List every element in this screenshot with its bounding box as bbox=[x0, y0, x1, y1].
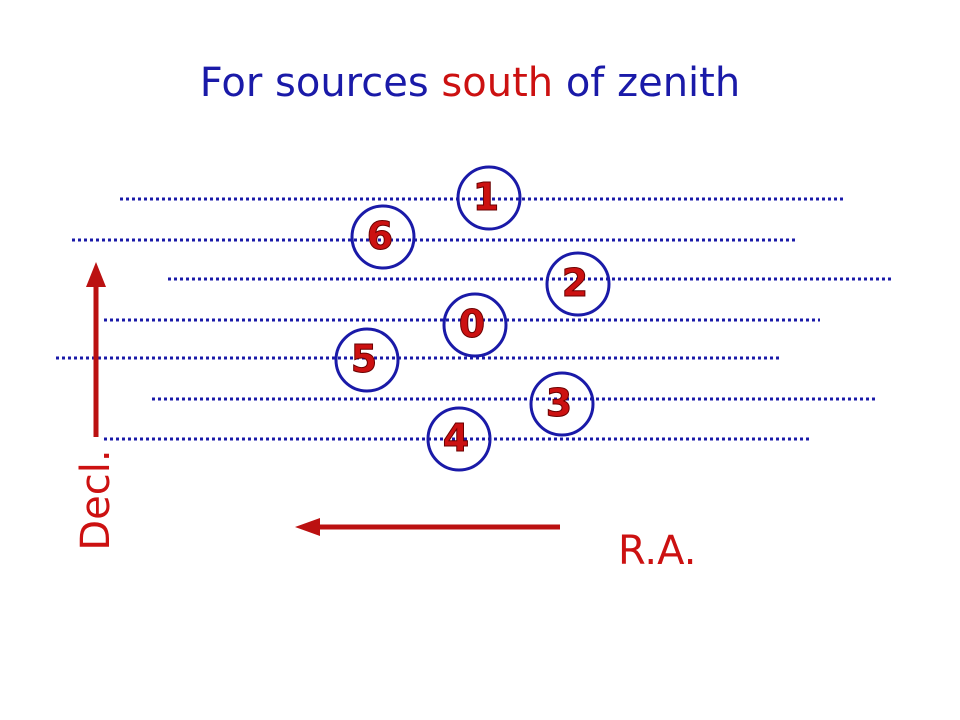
pointing-position: 5 bbox=[334, 327, 400, 393]
pointing-positions: 0 1 2 3 4 5 6 bbox=[334, 165, 611, 472]
position-circle bbox=[426, 406, 492, 472]
ra-axis-label: R.A. bbox=[618, 528, 697, 574]
position-number: 4 bbox=[443, 416, 469, 460]
ra-arrow-head bbox=[295, 518, 320, 536]
position-number: 0 bbox=[459, 302, 485, 346]
scan-lines bbox=[56, 197, 892, 441]
position-number: 1 bbox=[473, 175, 499, 219]
pointing-position: 6 bbox=[350, 204, 416, 270]
position-circle bbox=[545, 251, 611, 317]
position-circle bbox=[456, 165, 522, 231]
diagram-title: For sources south of zenith bbox=[0, 60, 940, 106]
title-suffix: of zenith bbox=[553, 60, 741, 106]
position-circle bbox=[529, 371, 595, 437]
position-number: 5 bbox=[351, 337, 377, 381]
pointing-position: 3 bbox=[529, 371, 595, 437]
title-prefix: For sources bbox=[199, 60, 442, 106]
pointing-position: 4 bbox=[426, 406, 492, 472]
pointing-position: 0 bbox=[442, 292, 508, 358]
position-number: 3 bbox=[546, 381, 572, 425]
position-circle bbox=[442, 292, 508, 358]
decl-arrow-head bbox=[86, 262, 106, 287]
position-circle bbox=[334, 327, 400, 393]
axis-arrows bbox=[86, 262, 560, 536]
position-number: 6 bbox=[367, 214, 393, 258]
pointing-position: 1 bbox=[456, 165, 522, 231]
pointing-position: 2 bbox=[545, 251, 611, 317]
declination-axis-label: Decl. bbox=[73, 449, 119, 551]
position-circle bbox=[350, 204, 416, 270]
position-number: 2 bbox=[562, 261, 588, 305]
title-highlight: south bbox=[441, 60, 554, 106]
